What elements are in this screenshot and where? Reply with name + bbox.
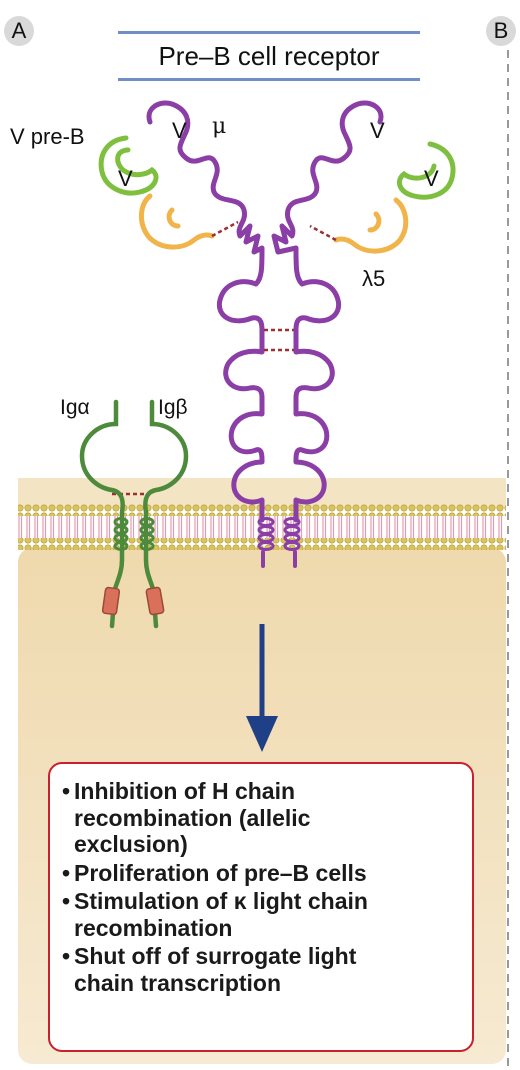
consequence-item: •Proliferation of pre–B cells xyxy=(62,860,462,887)
itam-alpha xyxy=(101,586,121,616)
bullet-marker: • xyxy=(62,859,71,886)
figure-title: Pre–B cell receptor xyxy=(118,31,420,81)
consequence-item: •Inhibition of H chain recombination (al… xyxy=(62,778,462,858)
ig-beta-chain xyxy=(143,399,189,629)
lambda5-right xyxy=(333,197,409,254)
v-pre-b-left xyxy=(98,135,159,196)
bullet-marker: • xyxy=(62,778,71,804)
lambda5-left xyxy=(139,193,215,250)
bullet-marker: • xyxy=(62,943,71,969)
signal-arrow xyxy=(246,624,278,752)
consequence-line: recombination (allelic xyxy=(74,804,311,831)
panel-label-a: A xyxy=(4,16,34,46)
consequence-line: exclusion) xyxy=(74,831,188,857)
panel-label-b: B xyxy=(486,16,516,46)
transmembrane-coils xyxy=(113,517,301,551)
consequence-line: Proliferation of pre–B cells xyxy=(74,859,367,886)
heavy-chain-left xyxy=(146,100,265,523)
v-light-right-label: V xyxy=(424,166,439,191)
v-light-left-label: V xyxy=(118,166,133,191)
consequence-line: recombination xyxy=(74,914,233,941)
consequence-item: •Stimulation of κ light chain recombinat… xyxy=(62,888,462,941)
mu-label: μ xyxy=(212,114,227,139)
v-heavy-left-label: V xyxy=(172,118,187,143)
ig-alpha-chain xyxy=(79,399,125,629)
consequence-item: •Shut off of surrogate light chain trans… xyxy=(62,943,462,996)
lambda5-label: λ5 xyxy=(362,266,386,291)
bullet-marker: • xyxy=(62,888,71,914)
v-pre-b-label: V pre-B xyxy=(10,124,85,149)
v-heavy-right-label: V xyxy=(370,118,385,143)
itam-beta xyxy=(145,586,165,616)
consequence-line: chain transcription xyxy=(74,969,282,996)
ig-alpha-label: Igα xyxy=(60,396,90,419)
consequence-line: Shut off of surrogate light xyxy=(74,943,357,969)
heavy-chain-right xyxy=(271,100,384,523)
consequence-line: Stimulation of κ light chain xyxy=(74,888,368,914)
consequences-box: •Inhibition of H chain recombination (al… xyxy=(48,762,474,1052)
heavy-chain-tails xyxy=(261,550,297,568)
ig-beta-label: Igβ xyxy=(158,396,188,419)
v-pre-b-right xyxy=(396,141,456,200)
consequence-line: Inhibition of H chain xyxy=(74,778,296,804)
disulfide-bonds xyxy=(112,220,337,496)
